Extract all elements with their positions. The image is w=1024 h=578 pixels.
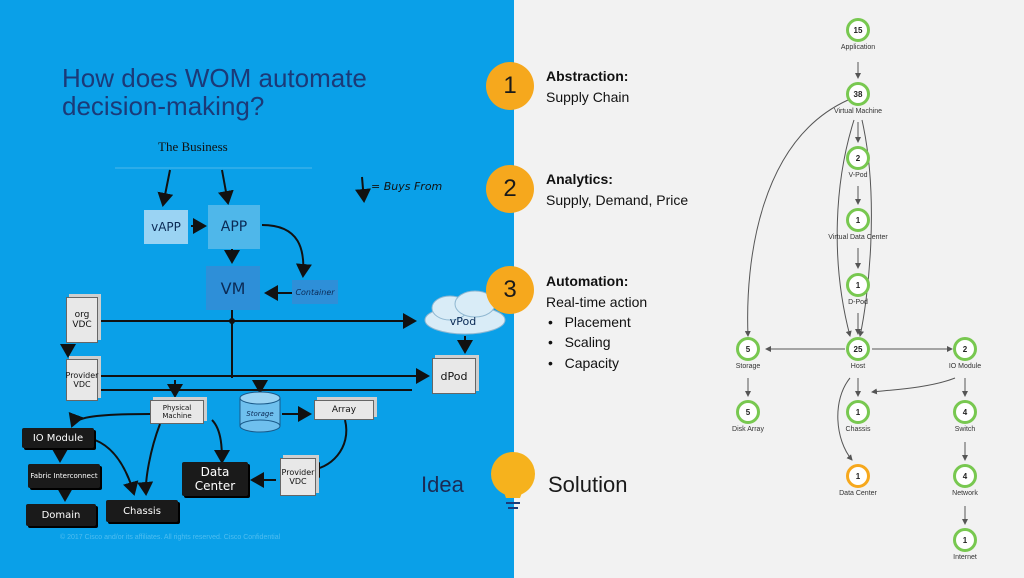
physical-machine-node: Physical Machine bbox=[150, 400, 204, 424]
supply-node-disk-array: 5 bbox=[736, 400, 760, 424]
supply-label-v-pod: V-Pod bbox=[848, 172, 868, 179]
supply-label-host: Host bbox=[850, 363, 866, 370]
step-1-sub: Supply Chain bbox=[546, 89, 630, 105]
step-3-sub: Real-time action bbox=[546, 294, 648, 310]
step-1-heading: Abstraction: bbox=[546, 68, 629, 84]
supply-node-switch: 4 bbox=[953, 400, 977, 424]
provider-vdc-node: Provider VDC bbox=[66, 359, 98, 401]
supply-node-application: 15 bbox=[846, 18, 870, 42]
supply-label-internet: Internet bbox=[953, 554, 977, 561]
storage-cylinder-shape bbox=[239, 391, 281, 433]
supply-node-vdc: 1 bbox=[846, 208, 870, 232]
solution-label: Solution bbox=[548, 472, 628, 497]
storage-node: Storage bbox=[246, 410, 274, 418]
supply-label-disk-array: Disk Array bbox=[732, 426, 764, 433]
step-2-sub: Supply, Demand, Price bbox=[546, 192, 689, 208]
supply-node-storage: 5 bbox=[736, 337, 760, 361]
domain-node: Domain bbox=[26, 504, 96, 526]
data-center-node: Data Center bbox=[182, 462, 248, 496]
supply-node-internet: 1 bbox=[953, 528, 977, 552]
vapp-node: vAPP bbox=[144, 210, 188, 244]
title-line-2: decision-making? bbox=[62, 91, 265, 121]
container-node: Container bbox=[292, 280, 338, 304]
supply-label-d-pod: D-Pod bbox=[848, 299, 868, 306]
vpod-node: vPod bbox=[449, 314, 477, 328]
bullet-placement: • Placement bbox=[548, 314, 631, 330]
supply-node-io-module: 2 bbox=[953, 337, 977, 361]
vm-node: VM bbox=[206, 266, 260, 310]
supply-label-virtual-machine: Virtual Machine bbox=[833, 108, 883, 115]
slide-title: How does WOM automate decision-making? bbox=[62, 64, 367, 120]
supply-label-vdc: Virtual Data Center bbox=[828, 234, 888, 241]
business-label: The Business bbox=[158, 139, 228, 154]
supply-label-network: Network bbox=[952, 490, 978, 497]
supply-node-chassis: 1 bbox=[846, 400, 870, 424]
dpod-node: dPod bbox=[432, 358, 476, 394]
right-panel bbox=[514, 0, 1024, 578]
io-module-node: IO Module bbox=[22, 428, 94, 448]
title-line-1: How does WOM automate bbox=[62, 63, 367, 93]
supply-node-d-pod: 1 bbox=[846, 273, 870, 297]
diagram-arrows bbox=[52, 167, 506, 502]
step-1-circle: 1 bbox=[486, 62, 534, 110]
copyright: © 2017 Cisco and/or its affiliates. All … bbox=[60, 534, 281, 541]
supply-node-v-pod: 2 bbox=[846, 146, 870, 170]
supply-node-host: 25 bbox=[846, 337, 870, 361]
supply-label-io-module: IO Module bbox=[948, 363, 982, 370]
bullet-scaling: • Scaling bbox=[548, 334, 611, 350]
step-2-circle: 2 bbox=[486, 165, 534, 213]
legend-buys-from: = Buys From bbox=[371, 180, 443, 193]
step-3-circle: 3 bbox=[486, 266, 534, 314]
provider-vdc-2-node: Provider VDC bbox=[280, 458, 316, 496]
idea-label: Idea bbox=[421, 472, 464, 497]
supply-node-virtual-machine: 38 bbox=[846, 82, 870, 106]
supply-label-storage: Storage bbox=[735, 363, 761, 370]
step-2-heading: Analytics: bbox=[546, 171, 613, 187]
supply-node-network: 4 bbox=[953, 464, 977, 488]
supply-node-data-center: 1 bbox=[846, 464, 870, 488]
org-vdc-node: org VDC bbox=[66, 297, 98, 343]
step-3-heading: Automation: bbox=[546, 273, 629, 289]
array-node: Array bbox=[314, 400, 374, 420]
fabric-interconnect-node: Fabric Interconnect bbox=[28, 464, 100, 488]
supply-label-chassis: Chassis bbox=[845, 426, 871, 433]
lightbulb-icon bbox=[491, 452, 535, 509]
chassis-node: Chassis bbox=[106, 500, 178, 522]
app-node: APP bbox=[208, 205, 260, 249]
supply-label-switch: Switch bbox=[954, 426, 976, 433]
supply-label-application: Application bbox=[840, 44, 876, 51]
supply-label-data-center: Data Center bbox=[839, 490, 877, 497]
bullet-capacity: • Capacity bbox=[548, 355, 620, 371]
